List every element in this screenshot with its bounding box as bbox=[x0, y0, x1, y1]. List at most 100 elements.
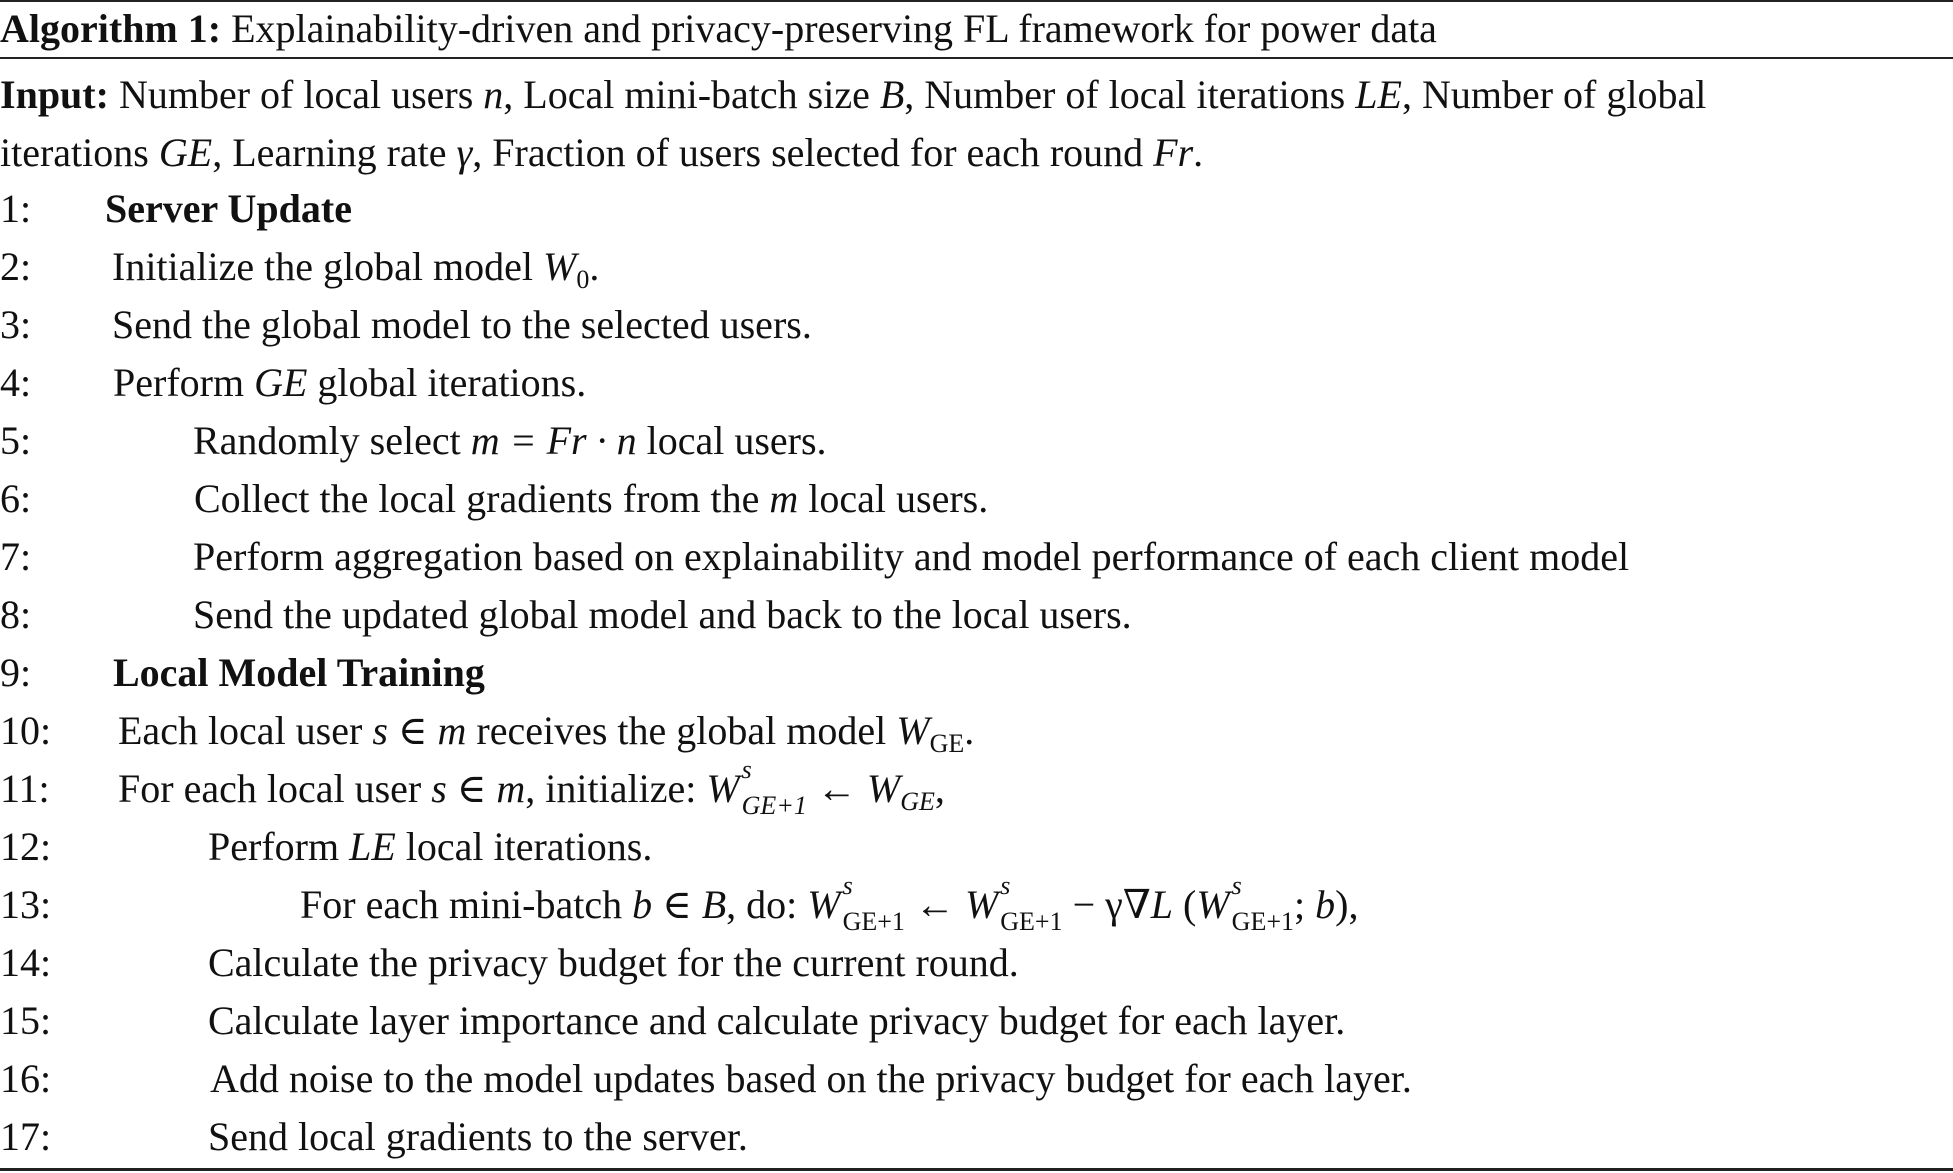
math-sub: GE bbox=[929, 729, 965, 758]
math-expr: m = Fr · n bbox=[470, 418, 637, 463]
step-number: 5: bbox=[0, 418, 32, 463]
input-text: , Fraction of users selected for each ro… bbox=[472, 130, 1154, 175]
input-text: , Number of local iterations bbox=[904, 72, 1356, 117]
step-line: 4: Perform GE global iterations. bbox=[0, 354, 1953, 412]
step-text: Perform LE local iterations. bbox=[208, 818, 652, 876]
step-line: 2: Initialize the global model W0. bbox=[0, 238, 1953, 296]
input-text: Number of local users bbox=[118, 72, 484, 117]
step-number: 10: bbox=[0, 708, 52, 753]
input-text: iterations bbox=[0, 130, 159, 175]
top-rule bbox=[0, 0, 1953, 2]
math-var: L bbox=[1150, 882, 1174, 927]
step-text: Add noise to the model updates based on … bbox=[210, 1056, 1412, 1101]
step-text: Each local user s ∈ m receives the globa… bbox=[118, 702, 974, 760]
step-number: 9: bbox=[0, 650, 32, 695]
algorithm-label: Algorithm 1: bbox=[0, 6, 222, 51]
step-text-part: Perform bbox=[113, 360, 255, 405]
input-line-2: iterations GE, Learning rate γ, Fraction… bbox=[0, 124, 1953, 182]
step-text: Calculate the privacy budget for the cur… bbox=[208, 940, 1019, 985]
step-number: 12: bbox=[0, 824, 52, 869]
step-line: 14: Calculate the privacy budget for the… bbox=[0, 934, 1953, 992]
input-var-Fr: Fr bbox=[1153, 130, 1194, 175]
input-var-gamma: γ bbox=[456, 130, 473, 175]
step-number: 2: bbox=[0, 244, 32, 289]
math-var: W bbox=[706, 766, 740, 811]
input-line-1: Input: Number of local users n, Local mi… bbox=[0, 66, 1953, 124]
step-text: Calculate layer importance and calculate… bbox=[208, 998, 1346, 1043]
input-var-B: B bbox=[879, 72, 905, 117]
step-text-part: For each local user bbox=[118, 766, 432, 811]
step-number: 8: bbox=[0, 592, 32, 637]
math-var: W bbox=[896, 708, 930, 753]
math-var: W bbox=[866, 766, 901, 811]
step-line: 12: Perform LE local iterations. bbox=[0, 818, 1953, 876]
step-line: 15: Calculate layer importance and calcu… bbox=[0, 992, 1953, 1050]
step-text-part: local users. bbox=[798, 476, 989, 521]
step-text-part: Initialize the global model bbox=[112, 244, 543, 289]
math-separator: ; bbox=[1294, 882, 1316, 927]
step-number: 17: bbox=[0, 1114, 52, 1159]
step-text-part: local iterations. bbox=[395, 824, 653, 869]
math-sub: GE+1 bbox=[1231, 907, 1294, 936]
math-var: W bbox=[1196, 882, 1230, 927]
step-text-part: global iterations. bbox=[307, 360, 587, 405]
input-text: , Number of global bbox=[1401, 72, 1707, 117]
step-text-part: receives the global model bbox=[466, 708, 897, 753]
step-text-part: , bbox=[934, 766, 945, 811]
input-text: , Learning rate bbox=[212, 130, 457, 175]
step-text-part: For each mini-batch bbox=[300, 882, 633, 927]
step-text-part: , initialize: bbox=[525, 766, 707, 811]
input-label: Input: bbox=[0, 72, 109, 117]
input-var-LE: LE bbox=[1355, 72, 1402, 117]
input-text: , Local mini-batch size bbox=[503, 72, 880, 117]
step-line: 10: Each local user s ∈ m receives the g… bbox=[0, 702, 1953, 760]
math-var: m bbox=[769, 476, 799, 521]
step-number: 15: bbox=[0, 998, 52, 1043]
math-paren: ( bbox=[1183, 882, 1197, 927]
algorithm-title: Algorithm 1: Explainability-driven and p… bbox=[0, 6, 1437, 52]
step-number: 7: bbox=[0, 534, 32, 579]
math-expr: s ∈ m bbox=[372, 708, 467, 753]
step-line: 11: For each local user s ∈ m, initializ… bbox=[0, 755, 1953, 820]
math-operator: − γ∇ bbox=[1072, 882, 1151, 927]
math-var: W bbox=[542, 244, 577, 289]
step-text-part: local users. bbox=[636, 418, 827, 463]
input-section: Input: Number of local users n, Local mi… bbox=[0, 66, 1953, 182]
input-var-n: n bbox=[483, 72, 504, 117]
step-text: Perform aggregation based on explainabil… bbox=[193, 534, 1630, 579]
step-number: 3: bbox=[0, 302, 32, 347]
step-text-part: Collect the local gradients from the bbox=[194, 476, 770, 521]
step-text: Send local gradients to the server. bbox=[208, 1114, 748, 1159]
step-number: 13: bbox=[0, 882, 52, 927]
step-text: For each local user s ∈ m, initialize: W… bbox=[118, 755, 945, 820]
step-text-part: Perform bbox=[208, 824, 350, 869]
math-var: b bbox=[1315, 882, 1336, 927]
input-var-GE: GE bbox=[158, 130, 213, 175]
step-number: 14: bbox=[0, 940, 52, 985]
math-expr: s ∈ m bbox=[431, 766, 526, 811]
input-text: . bbox=[1193, 130, 1204, 175]
step-line: 7: Perform aggregation based on explaina… bbox=[0, 528, 1953, 586]
step-number: 1: bbox=[0, 186, 32, 231]
step-number: 6: bbox=[0, 476, 32, 521]
step-heading: Local Model Training bbox=[113, 650, 485, 695]
arrow-symbol: ← bbox=[816, 766, 857, 811]
math-sub: GE+1 bbox=[741, 791, 807, 820]
step-text: Randomly select m = Fr · n local users. bbox=[193, 412, 827, 470]
step-number: 4: bbox=[0, 360, 32, 405]
step-text: Send the updated global model and back t… bbox=[193, 592, 1132, 637]
step-text-part: , do: bbox=[726, 882, 808, 927]
step-line: 8: Send the updated global model and bac… bbox=[0, 586, 1953, 644]
step-line: 1: Server Update bbox=[0, 180, 1953, 238]
step-text: Initialize the global model W0. bbox=[112, 238, 599, 296]
math-sub: GE+1 bbox=[842, 907, 905, 936]
step-text: Perform GE global iterations. bbox=[113, 354, 586, 412]
math-sub: GE bbox=[900, 787, 935, 816]
step-line: 16: Add noise to the model updates based… bbox=[0, 1050, 1953, 1108]
step-number: 11: bbox=[0, 766, 50, 811]
step-heading: Server Update bbox=[105, 186, 352, 231]
step-text: Send the global model to the selected us… bbox=[112, 302, 812, 347]
step-line: 3: Send the global model to the selected… bbox=[0, 296, 1953, 354]
